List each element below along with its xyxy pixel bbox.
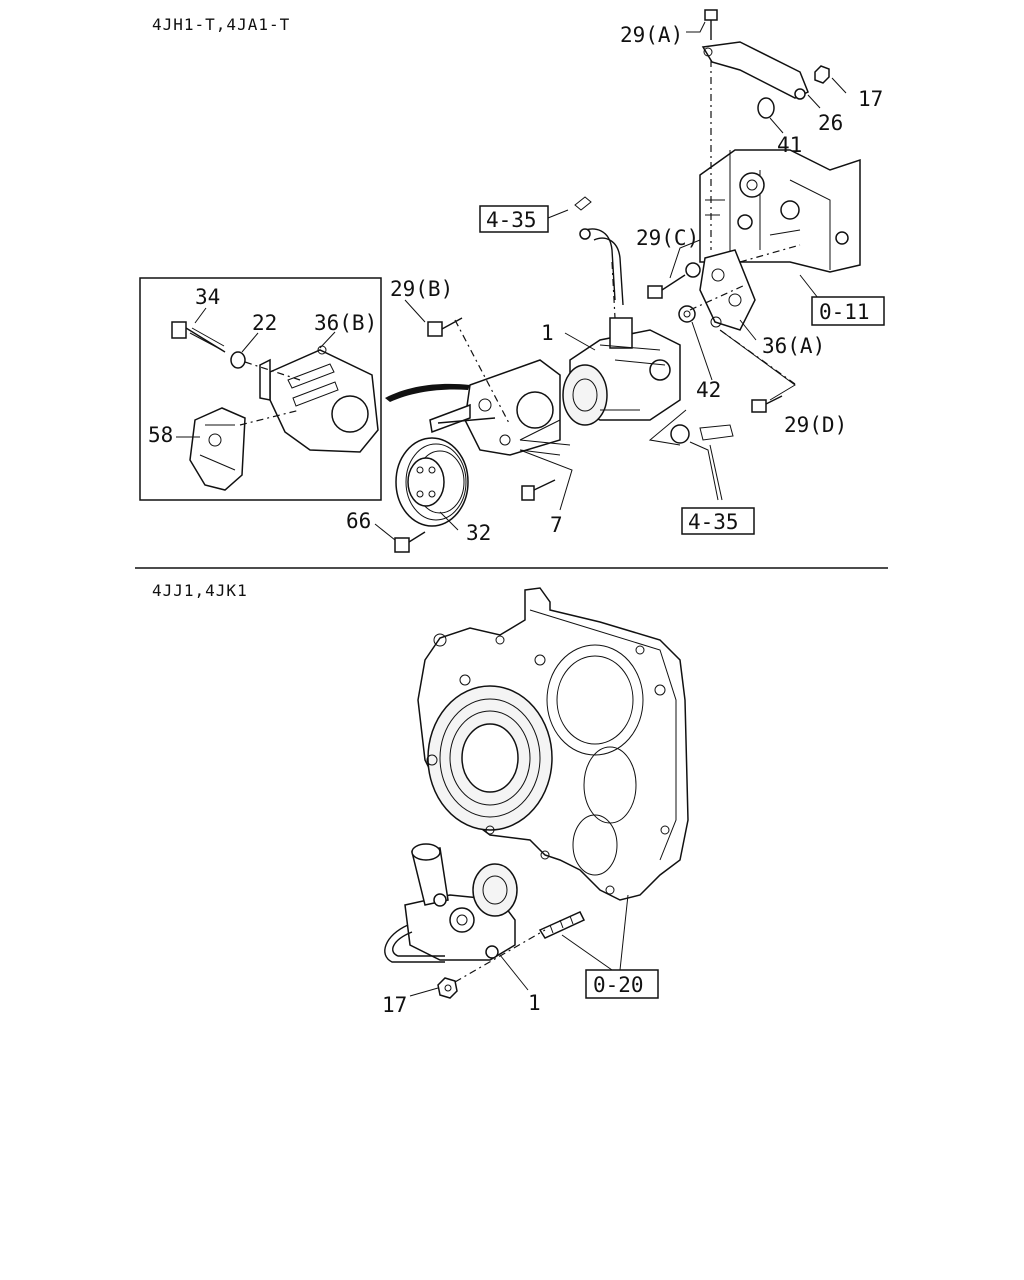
callout-0-20: 0-20 xyxy=(593,973,644,997)
callout-32: 32 xyxy=(466,521,491,545)
callout-34: 34 xyxy=(195,285,220,309)
guide-line xyxy=(454,929,546,983)
callout-41: 41 xyxy=(777,133,802,157)
callout-29a: 29(A) xyxy=(620,23,683,47)
power-steering-pump-lower xyxy=(384,843,518,963)
callout-29c: 29(C) xyxy=(636,226,699,250)
inset-leaders xyxy=(176,307,336,438)
hose-illustration xyxy=(574,196,624,306)
inset-plate-58 xyxy=(189,407,246,491)
callout-29b: 29(B) xyxy=(390,277,453,301)
timing-cover-illustration xyxy=(417,587,689,901)
guide-line xyxy=(244,361,301,381)
engine-block-illustration xyxy=(699,149,861,273)
nut-17-lower xyxy=(437,977,458,999)
pump-bracket-illustration xyxy=(429,359,561,456)
power-steering-pump xyxy=(562,317,681,426)
callout-26: 26 xyxy=(818,111,843,135)
callout-4-35-top: 4-35 xyxy=(486,208,537,232)
pulley-illustration xyxy=(395,437,469,527)
bolt-29b xyxy=(427,317,463,337)
section-header-bottom: 4JJ1,4JK1 xyxy=(152,581,248,600)
callout-42: 42 xyxy=(696,378,721,402)
guide-line xyxy=(239,409,301,426)
leader-line xyxy=(719,329,796,401)
bracket-26 xyxy=(701,9,830,119)
inset-bracket-36b xyxy=(259,345,379,453)
guide-line xyxy=(454,319,511,426)
callout-36b: 36(B) xyxy=(314,311,377,335)
hose-clamp-illustration xyxy=(670,424,734,444)
guide-line xyxy=(611,261,616,319)
callout-36a: 36(A) xyxy=(762,334,825,358)
leader-lines-bottom xyxy=(409,894,629,997)
direction-arrow xyxy=(385,383,470,402)
bolt-29d xyxy=(751,395,783,413)
callout-29d: 29(D) xyxy=(784,413,847,437)
ref-box-0-20 xyxy=(585,969,659,999)
callout-58: 58 xyxy=(148,423,173,447)
inset-bolt-34 xyxy=(171,321,226,353)
stud-bolt xyxy=(538,911,586,939)
callout-22: 22 xyxy=(252,311,277,335)
bolt-7 xyxy=(521,479,556,501)
callout-4-35-bottom: 4-35 xyxy=(688,510,739,534)
callout-7: 7 xyxy=(550,513,563,537)
callout-1-top: 1 xyxy=(541,321,554,345)
inset-washer-22 xyxy=(230,351,246,369)
section-header-top: 4JH1-T,4JA1-T xyxy=(152,15,290,34)
ref-box-4-35-bottom xyxy=(681,507,755,535)
leader-lines-top xyxy=(374,21,847,541)
callout-0-11: 0-11 xyxy=(819,300,870,324)
callout-66: 66 xyxy=(346,509,371,533)
callout-17: 17 xyxy=(858,87,883,111)
bracket-36a xyxy=(699,249,756,331)
callout-17-lower: 17 xyxy=(382,993,407,1017)
callout-1-lower: 1 xyxy=(528,991,541,1015)
bolt-66 xyxy=(394,531,426,553)
guide-line xyxy=(739,244,801,263)
bolt-29c xyxy=(647,262,701,299)
ref-box-0-11 xyxy=(811,296,885,326)
ref-box-4-35-top xyxy=(479,205,549,233)
